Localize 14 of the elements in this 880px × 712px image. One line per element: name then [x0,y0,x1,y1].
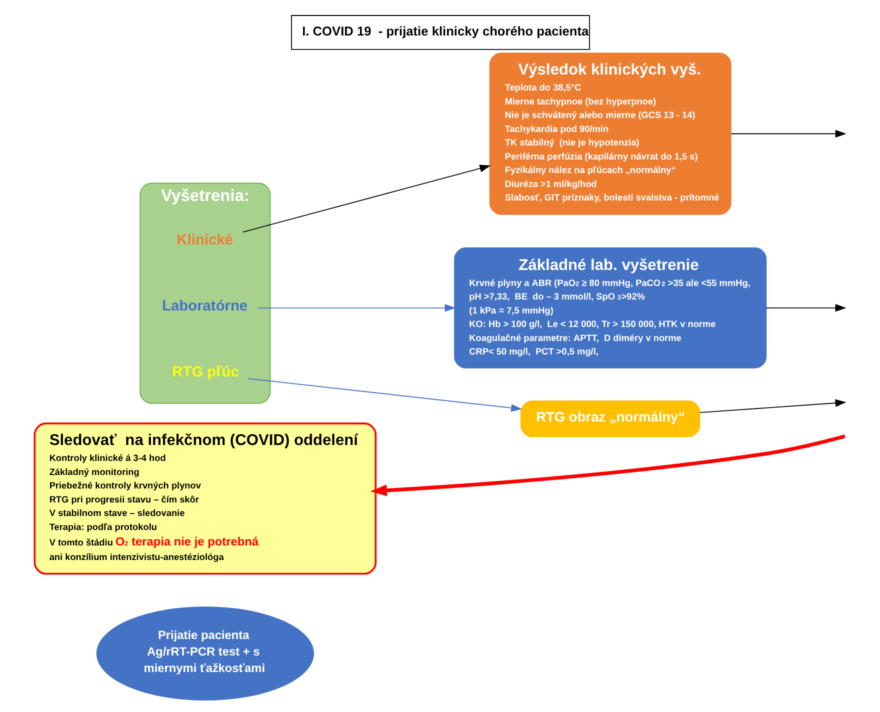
diagram-title: I. COVID 19 - prijatie klinicky chorého pacienta [302,23,588,38]
node-box: RTG obraz „normálny“ [520,400,700,438]
arrow [765,304,846,312]
arrow [370,434,845,496]
arrow [730,130,846,138]
node-box: Výsledok klinických vyš. Teplota do 38,5°C Mierne tachypnoe (bez hyperpnoe) Nie je schvátený alebo mierne (GCS 13 - 14) Tachykardia pod 90/min TK stabilný (nie je hypotenzia) Periférna perfúzia (kapilárny návrat do 1,5 s) Fyzikálny nález na pľúcach „normálny“ Diuréza >1 ml/kg/hod Slabosť, GIT príznaky, bolesti svalstva - prítomné [488,52,731,215]
arrow [242,164,490,232]
arrow [699,399,846,414]
node-text: Klinické [176,232,232,248]
node-text: Laboratórne [162,298,248,314]
arrow [256,304,456,312]
arrow [247,378,522,412]
node-ellipse: Prijatie pacienta Ag/rRT-PCR test + s miernymi ťažkosťami [96,606,314,701]
node-text: RTG pľúc [172,364,238,380]
